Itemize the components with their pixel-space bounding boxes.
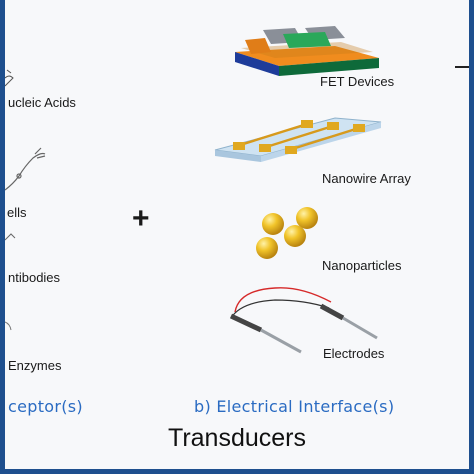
diagram-title: Transducers <box>167 424 306 452</box>
section-label-electrical-interfaces: b) Electrical Interface(s) <box>194 397 395 416</box>
illustrations <box>5 26 469 354</box>
receptor-label-antibodies: ntibodies <box>8 270 61 285</box>
antibody-icon <box>5 233 16 241</box>
enzyme-icon <box>5 321 12 331</box>
fet-device-icon <box>235 26 379 76</box>
nanowire-array-icon <box>214 117 382 162</box>
interface-label-fet-devices: FET Devices <box>320 74 395 89</box>
interface-label-nanowire-array: Nanowire Array <box>322 171 411 186</box>
receptor-label-cells: ells <box>7 205 27 220</box>
nucleic-acid-icon <box>5 69 14 87</box>
receptor-label-enzymes: Enzymes <box>8 358 62 373</box>
nanoparticles-icon <box>256 207 318 259</box>
section-label-receptors: ceptor(s) <box>8 397 83 416</box>
receptor-label-nucleic-acids: ucleic Acids <box>8 95 76 110</box>
interface-label-nanoparticles: Nanoparticles <box>322 258 402 273</box>
interface-label-electrodes: Electrodes <box>323 346 385 361</box>
plus-sign: + <box>132 202 150 235</box>
electrodes-icon <box>229 287 378 354</box>
cell-icon <box>5 147 46 191</box>
